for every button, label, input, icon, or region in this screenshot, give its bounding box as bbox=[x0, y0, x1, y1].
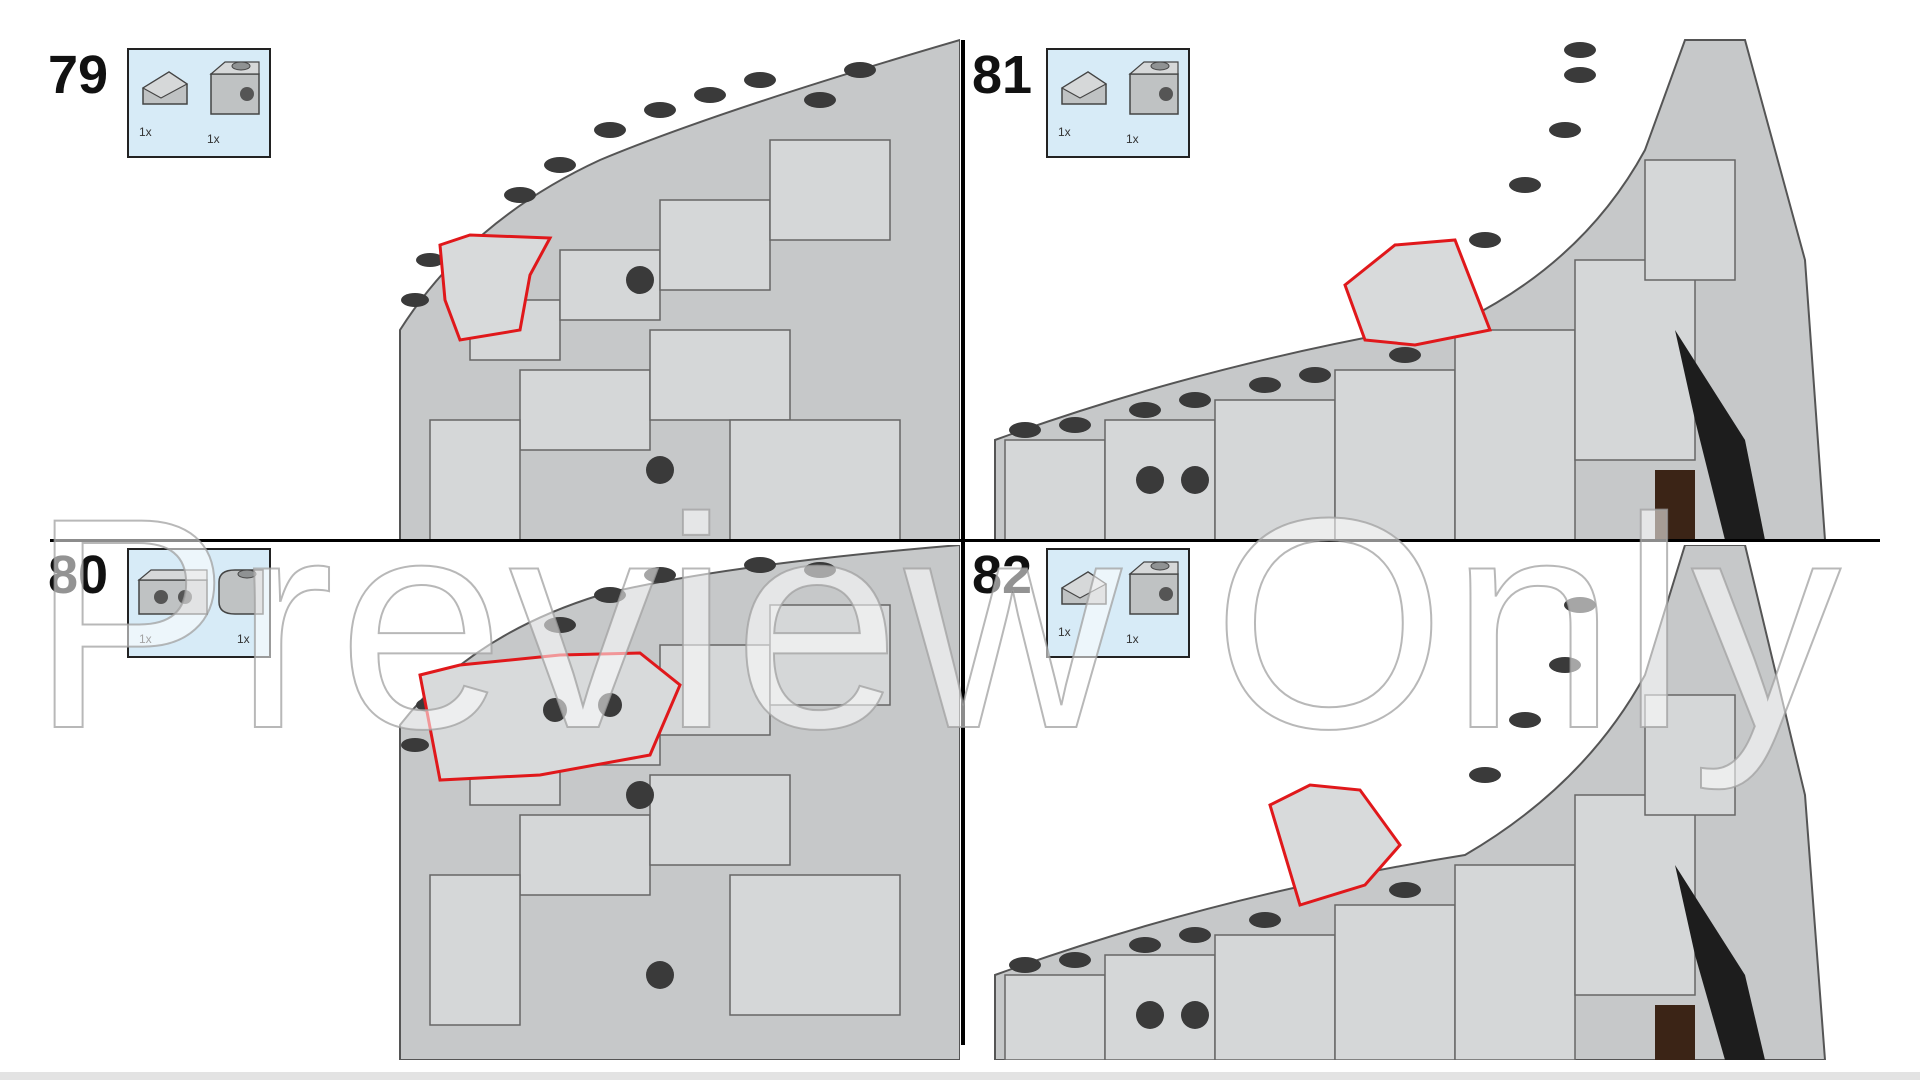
footer-strip bbox=[0, 1072, 1920, 1080]
step-number-79: 79 bbox=[48, 45, 109, 105]
parts-callout-step-80: 1x 1x bbox=[127, 548, 271, 658]
slope-brick-icon bbox=[141, 71, 189, 105]
part-qty-1: 1x bbox=[139, 632, 152, 646]
parts-callout-step-82: 1x 1x bbox=[1046, 548, 1190, 658]
step-number-80: 80 bbox=[48, 545, 109, 605]
part-qty-1: 1x bbox=[1058, 125, 1071, 139]
part-qty-2: 1x bbox=[237, 632, 250, 646]
parts-callout-step-79: 1x 1x bbox=[127, 48, 271, 158]
side-stud-brick-icon bbox=[1128, 61, 1179, 115]
step-number-81: 81 bbox=[972, 45, 1033, 105]
horizontal-divider bbox=[50, 539, 1880, 542]
part-qty-2: 1x bbox=[1126, 632, 1139, 646]
round-brick-icon bbox=[218, 569, 264, 615]
model-illustration-step-82 bbox=[994, 545, 1827, 1060]
part-qty-2: 1x bbox=[1126, 132, 1139, 146]
side-stud-brick-icon bbox=[1128, 561, 1179, 615]
side-stud-brick-icon bbox=[209, 61, 260, 115]
part-qty-1: 1x bbox=[139, 125, 152, 139]
model-illustration-step-79 bbox=[399, 38, 960, 540]
slope-brick-icon bbox=[1060, 71, 1108, 105]
part-qty-2: 1x bbox=[207, 132, 220, 146]
step-number-82: 82 bbox=[972, 545, 1033, 605]
parts-callout-step-81: 1x 1x bbox=[1046, 48, 1190, 158]
slope-brick-icon bbox=[1060, 571, 1108, 605]
step-80-panel bbox=[0, 545, 960, 1060]
step-81-panel bbox=[965, 0, 1920, 540]
step-79-panel bbox=[0, 0, 960, 540]
part-qty-1: 1x bbox=[1058, 625, 1071, 639]
step-82-panel bbox=[965, 545, 1920, 1060]
side-studs-brick-icon bbox=[137, 569, 208, 615]
model-illustration-step-81 bbox=[994, 39, 1827, 540]
model-illustration-step-80 bbox=[399, 545, 960, 1060]
vertical-divider bbox=[961, 40, 965, 1045]
